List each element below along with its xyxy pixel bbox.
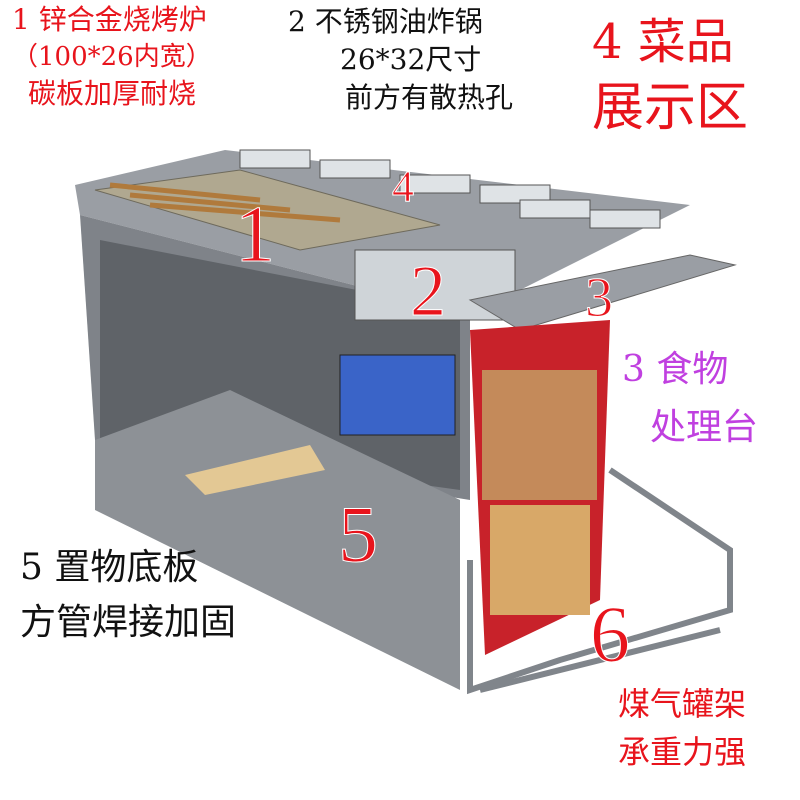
prep-label-line2: 处理台 <box>650 407 759 448</box>
bamboo-sticks <box>185 445 325 495</box>
shelf-label-line2: 方管焊接加固 <box>20 602 237 643</box>
grill-label-line2: （100*26内宽） <box>12 42 212 72</box>
shelf-label-line1: 5 置物底板 <box>20 547 199 588</box>
banner-photo-skewers <box>482 370 597 500</box>
marker-4: 4 <box>392 162 415 211</box>
display-trays <box>239 149 661 229</box>
marker-3: 3 <box>585 267 614 329</box>
marker-6: 6 <box>590 591 631 679</box>
grill-label-line1: 1 锌合金烧烤炉 <box>12 3 207 36</box>
marker-5: 5 <box>338 491 379 579</box>
gas-label-line1: 煤气罐架 <box>618 685 747 723</box>
grill-label-line3: 碳板加厚耐烧 <box>28 77 197 110</box>
bottom-shelf <box>95 390 460 690</box>
fryer-label-line3: 前方有散热孔 <box>345 81 514 114</box>
marker-2: 2 <box>410 251 447 331</box>
prep-label-line1: 3 食物 <box>622 349 729 390</box>
display-label-line2: 展示区 <box>592 78 749 138</box>
display-label-line1: 4 菜品 <box>592 14 734 70</box>
gas-stove <box>339 354 456 436</box>
gas-label-line2: 承重力强 <box>618 733 747 771</box>
fryer-label-line1: 2 不锈钢油炸锅 <box>288 5 483 38</box>
skewers <box>109 182 341 223</box>
gas-tank-rack <box>467 467 733 695</box>
marker-1: 1 <box>235 191 276 279</box>
banner-photo-food <box>490 505 590 615</box>
fryer-label-line2: 26*32尺寸 <box>340 43 482 76</box>
prep-table <box>468 254 737 331</box>
